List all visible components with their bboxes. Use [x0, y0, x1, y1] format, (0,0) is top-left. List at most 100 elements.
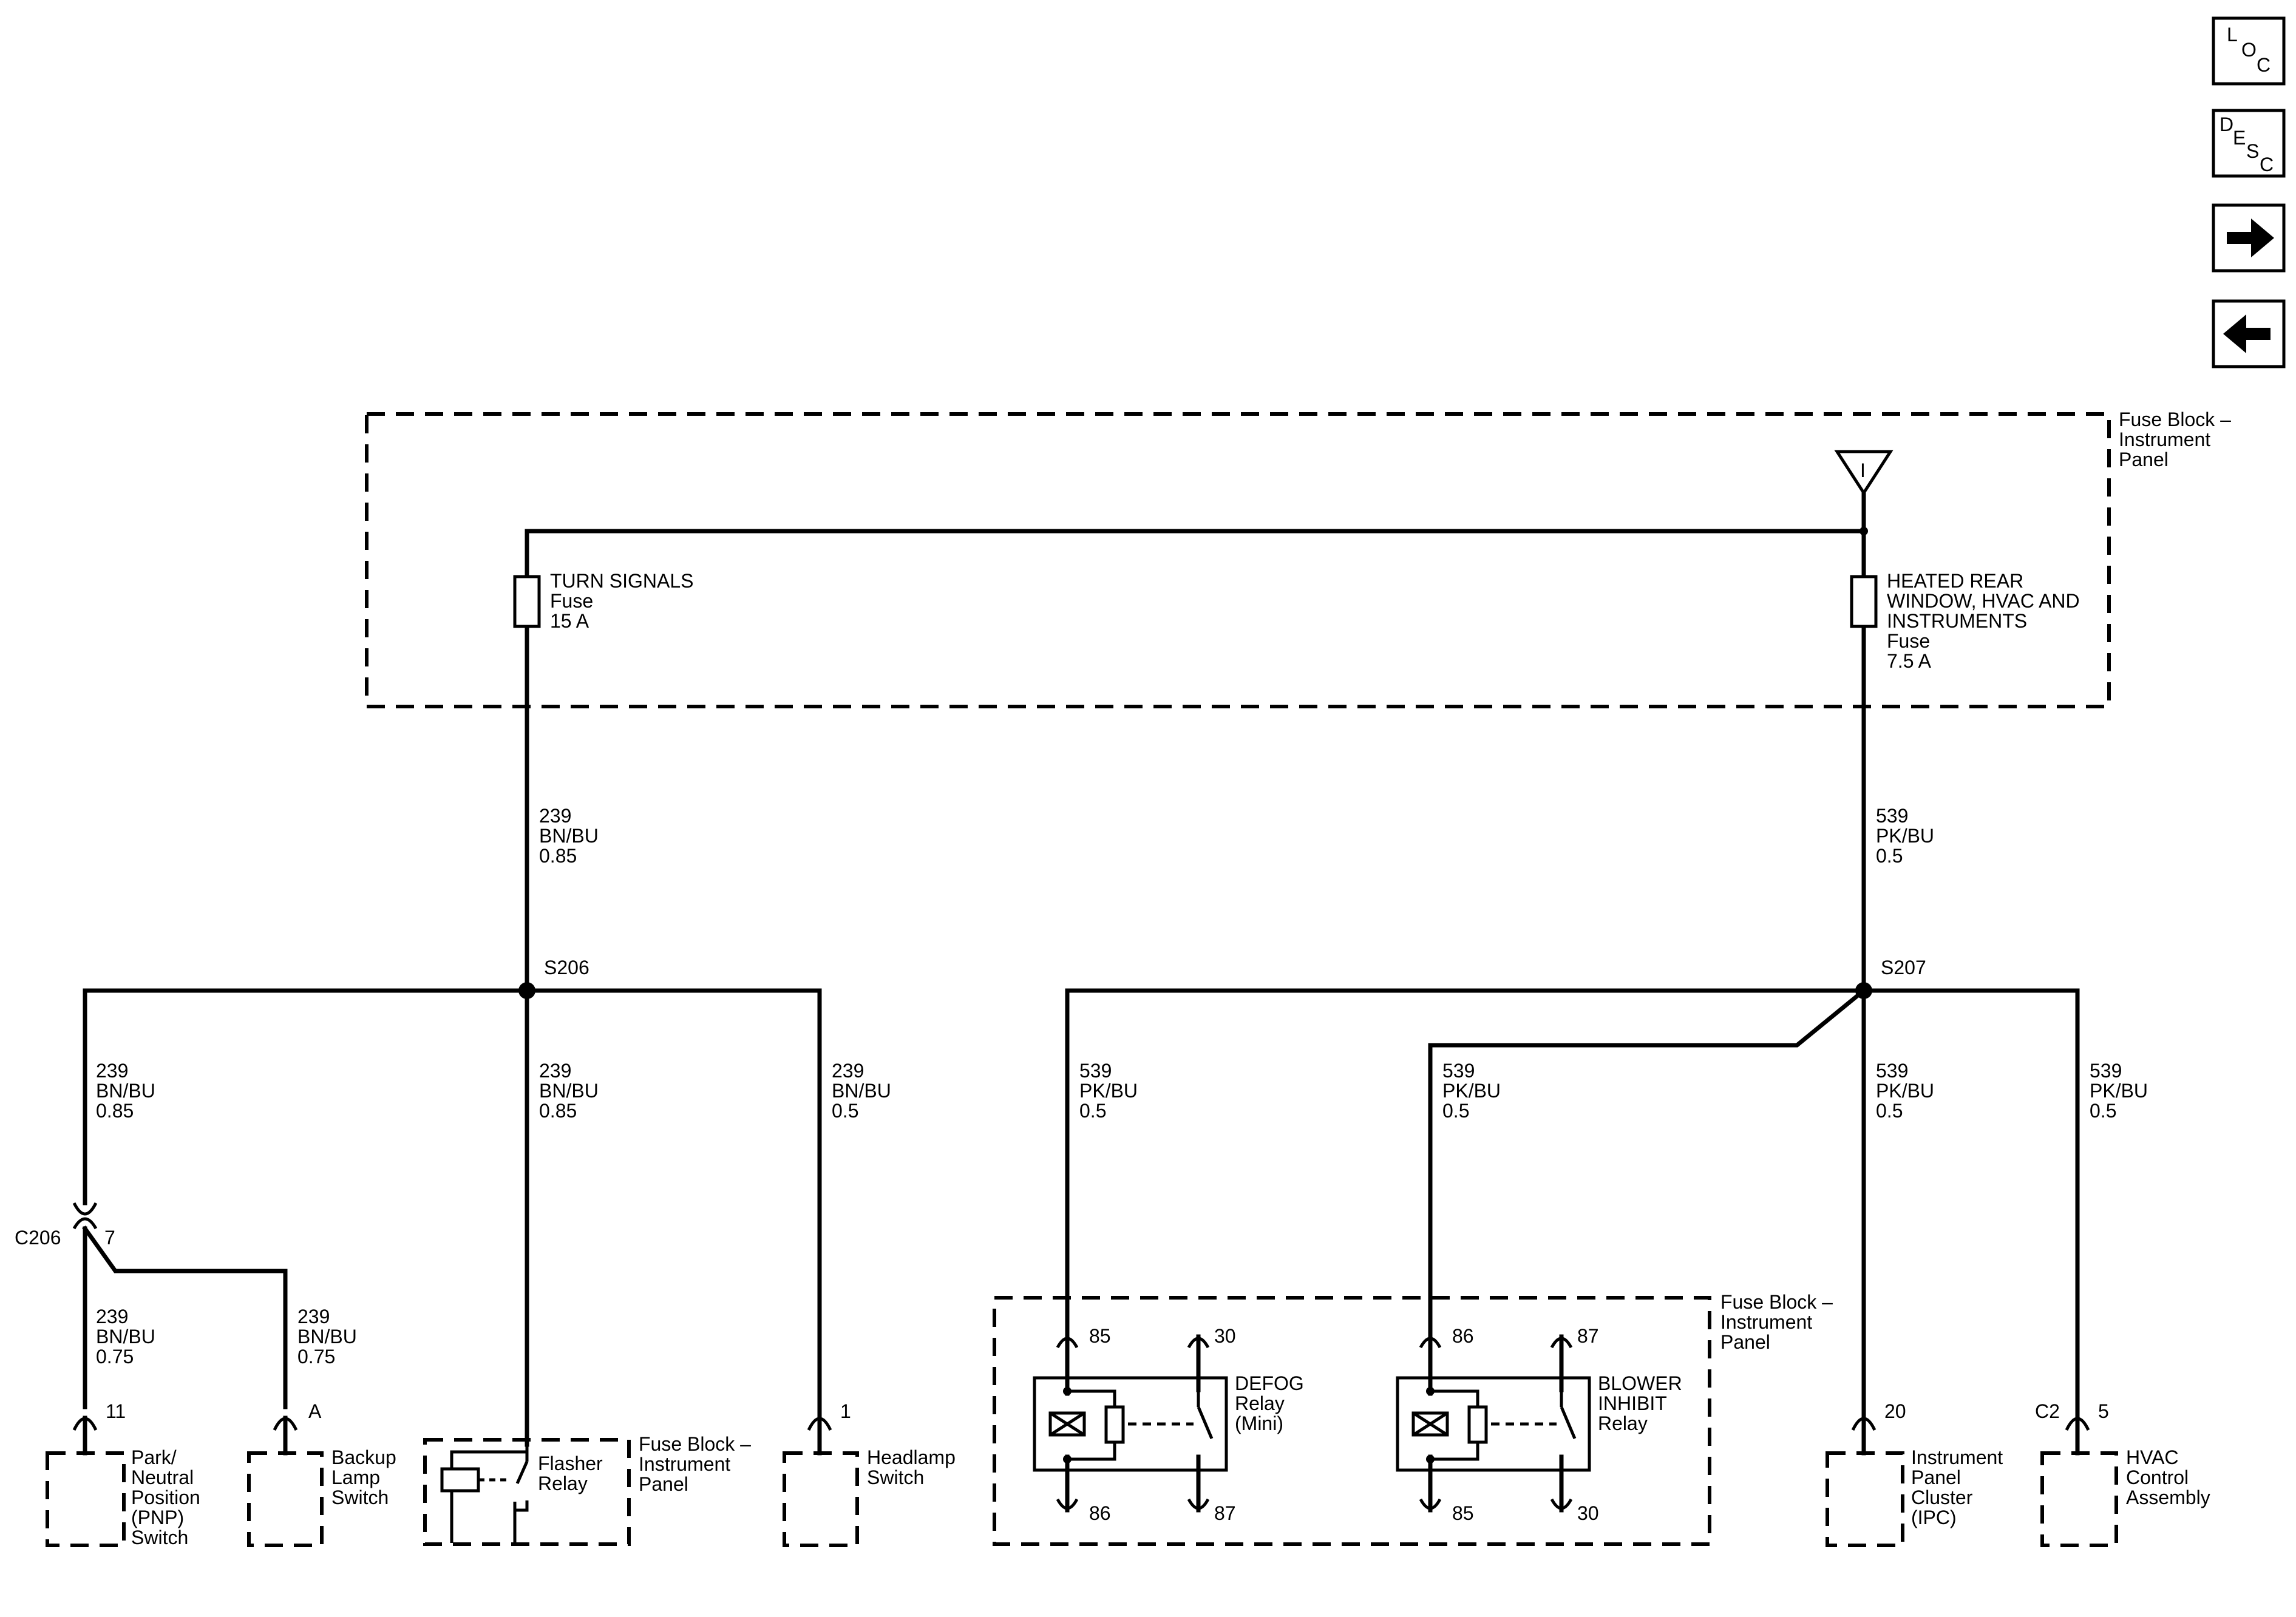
arrow-right-icon	[2227, 219, 2274, 257]
headlamp-pin-label: 1	[840, 1400, 851, 1422]
desc-letter-d: D	[2220, 114, 2233, 135]
svg-text:Switch: Switch	[867, 1466, 924, 1488]
svg-text:HVAC: HVAC	[2126, 1446, 2179, 1468]
svg-text:PK/BU: PK/BU	[1079, 1080, 1138, 1102]
blower-inhibit-relay-symbol	[1396, 1334, 1591, 1513]
svg-text:239: 239	[96, 1306, 128, 1327]
wire-label-239-flasher: 239 BN/BU 0.85	[539, 1060, 599, 1122]
defog-pin-85: 85	[1089, 1325, 1111, 1347]
svg-text:239: 239	[539, 805, 571, 827]
flasher-fuse-block-boundary	[423, 1438, 631, 1546]
ipc-label: Instrument Panel Cluster (IPC)	[1911, 1446, 2003, 1528]
svg-text:I: I	[1860, 459, 1866, 481]
turn-signals-fuse-label: TURN SIGNALS Fuse 15 A	[550, 570, 693, 632]
pnp-pin-label: 11	[106, 1400, 126, 1422]
desc-button[interactable]: D E S C	[2212, 109, 2286, 178]
svg-text:PK/BU: PK/BU	[2090, 1080, 2148, 1102]
fuse-bus-wire	[525, 490, 1866, 534]
svg-text:0.5: 0.5	[1876, 1100, 1903, 1122]
svg-text:539: 539	[1876, 1060, 1908, 1082]
svg-text:Lamp: Lamp	[331, 1466, 380, 1488]
wire-label-239-c206: 239 BN/BU 0.85	[96, 1060, 155, 1122]
svg-text:0.85: 0.85	[539, 1100, 577, 1122]
svg-text:BN/BU: BN/BU	[96, 1080, 155, 1102]
svg-text:Fuse: Fuse	[550, 590, 593, 612]
svg-text:Fuse: Fuse	[1887, 630, 1930, 652]
svg-text:Park/: Park/	[131, 1446, 177, 1468]
svg-text:BN/BU: BN/BU	[832, 1080, 891, 1102]
hvac-pin-label: 5	[2098, 1400, 2109, 1422]
wire-label-539-ipc: 539 PK/BU 0.5	[1876, 1060, 1934, 1122]
svg-text:BN/BU: BN/BU	[297, 1326, 357, 1348]
wire-label-539-defog: 539 PK/BU 0.5	[1079, 1060, 1138, 1122]
svg-text:0.5: 0.5	[832, 1100, 858, 1122]
s207-label: S207	[1881, 957, 1926, 978]
blower-pin-86: 86	[1452, 1325, 1474, 1347]
svg-text:HEATED REAR: HEATED REAR	[1887, 570, 2023, 592]
previous-page-button[interactable]	[2212, 299, 2286, 368]
svg-text:Relay: Relay	[538, 1473, 588, 1494]
loc-letter-c: C	[2257, 54, 2271, 76]
svg-text:TURN SIGNALS: TURN SIGNALS	[550, 570, 693, 592]
svg-text:PK/BU: PK/BU	[1876, 1080, 1934, 1102]
svg-text:Relay: Relay	[1235, 1392, 1285, 1414]
wire-label-239-pnp: 239 BN/BU 0.75	[96, 1306, 155, 1368]
svg-text:Cluster: Cluster	[1911, 1486, 1973, 1508]
svg-text:Fuse Block –: Fuse Block –	[2119, 408, 2231, 430]
svg-text:INSTRUMENTS: INSTRUMENTS	[1887, 610, 2027, 632]
ipc-box	[1826, 1451, 1904, 1547]
arrow-left-icon	[2223, 314, 2271, 353]
flasher-relay-label: Flasher Relay	[538, 1453, 603, 1494]
loc-button[interactable]: L O C	[2212, 16, 2286, 86]
wire-label-539-hvac: 539 PK/BU 0.5	[2090, 1060, 2148, 1122]
svg-text:239: 239	[832, 1060, 864, 1082]
svg-text:239: 239	[96, 1060, 128, 1082]
fuse-block-bottom-boundary	[993, 1296, 1711, 1546]
svg-text:BLOWER: BLOWER	[1598, 1372, 1682, 1394]
svg-text:Instrument: Instrument	[2119, 429, 2210, 450]
svg-text:0.5: 0.5	[1876, 845, 1903, 867]
svg-text:Neutral: Neutral	[131, 1466, 194, 1488]
defog-pin-30: 30	[1214, 1325, 1236, 1347]
wire-label-539-main: 539 PK/BU 0.5	[1876, 805, 1934, 867]
svg-text:Headlamp: Headlamp	[867, 1446, 956, 1468]
fuse-block-top-label: Fuse Block – Instrument Panel	[2119, 408, 2231, 470]
svg-text:Fuse Block –: Fuse Block –	[1720, 1291, 1833, 1313]
svg-text:Position: Position	[131, 1486, 200, 1508]
svg-text:0.75: 0.75	[297, 1346, 335, 1368]
svg-text:539: 539	[2090, 1060, 2122, 1082]
pnp-switch-label: Park/ Neutral Position (PNP) Switch	[131, 1446, 200, 1548]
svg-text:Panel: Panel	[639, 1473, 688, 1495]
heated-fuse-label: HEATED REAR WINDOW, HVAC AND INSTRUMENTS…	[1887, 570, 2080, 672]
c206-connector	[72, 1202, 98, 1230]
svg-text:0.5: 0.5	[1079, 1100, 1106, 1122]
svg-text:15 A: 15 A	[550, 610, 589, 632]
svg-text:(IPC): (IPC)	[1911, 1507, 1957, 1528]
headlamp-switch-box	[783, 1451, 859, 1547]
svg-text:PK/BU: PK/BU	[1442, 1080, 1501, 1102]
svg-text:Switch: Switch	[131, 1527, 188, 1548]
svg-text:Panel: Panel	[1911, 1466, 1961, 1488]
svg-text:239: 239	[539, 1060, 571, 1082]
svg-text:0.85: 0.85	[96, 1100, 134, 1122]
svg-text:Assembly: Assembly	[2126, 1486, 2210, 1508]
defog-pin-86: 86	[1089, 1502, 1111, 1524]
wire-label-239-headlamp: 239 BN/BU 0.5	[832, 1060, 891, 1122]
svg-text:Fuse Block –: Fuse Block –	[639, 1433, 751, 1455]
next-page-button[interactable]	[2212, 203, 2286, 273]
blower-pin-85: 85	[1452, 1502, 1474, 1524]
blower-pin-87: 87	[1577, 1325, 1599, 1347]
wire-label-239-main: 239 BN/BU 0.85	[539, 805, 599, 867]
svg-text:0.5: 0.5	[1442, 1100, 1469, 1122]
blower-pin-30: 30	[1577, 1502, 1599, 1524]
svg-text:Instrument: Instrument	[1720, 1311, 1812, 1333]
power-source-symbol: I	[1834, 450, 1894, 496]
svg-text:239: 239	[297, 1306, 330, 1327]
fuse-block-top-boundary	[365, 412, 2111, 708]
headlamp-switch-label: Headlamp Switch	[867, 1446, 956, 1488]
backup-lamp-switch-box	[247, 1451, 324, 1547]
svg-text:PK/BU: PK/BU	[1876, 825, 1934, 847]
defog-pin-87: 87	[1214, 1502, 1236, 1524]
svg-text:(Mini): (Mini)	[1235, 1412, 1283, 1434]
